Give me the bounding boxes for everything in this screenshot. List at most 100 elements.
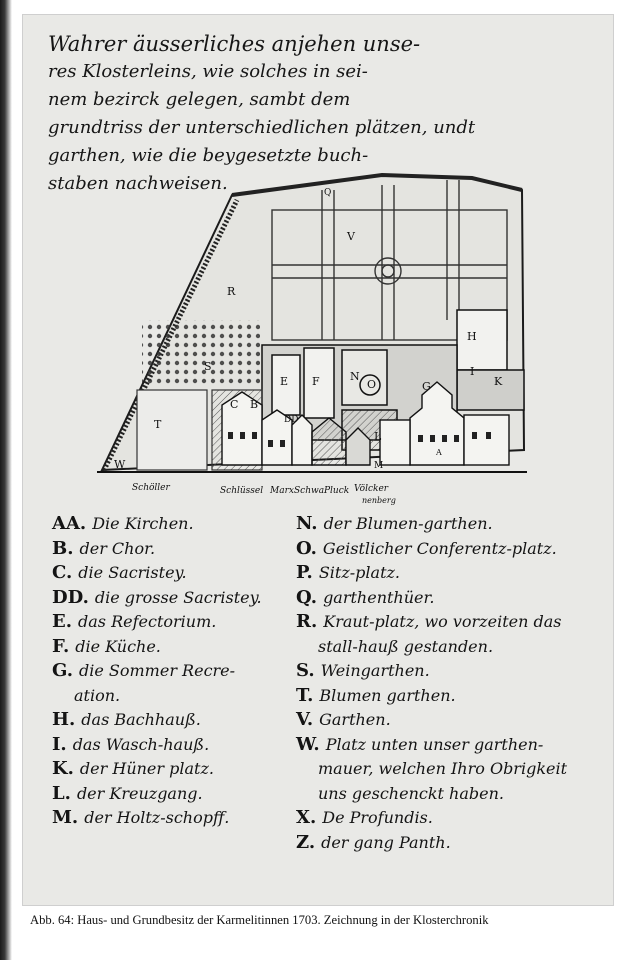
plan-letter-h: H	[467, 330, 477, 343]
legend-entry: I.das Wasch-hauß.	[52, 733, 292, 758]
legend-text: die Küche.	[75, 636, 161, 656]
legend-entry: T.Blumen garthen.	[296, 684, 596, 709]
plan-letter-b: B	[250, 398, 258, 411]
legend-text: der Holtz-schopff.	[84, 808, 230, 827]
legend-text: die grosse Sacristey.	[94, 587, 262, 607]
legend-entry: F.die Küche.	[52, 635, 292, 660]
legend-entry: R.Kraut-platz, wo vorzeiten das	[296, 610, 596, 635]
legend-key: H.	[52, 709, 76, 730]
legend-entry: K.der Hüner platz.	[52, 757, 292, 782]
legend-key: S.	[296, 660, 315, 681]
plan-letter-g: G	[422, 380, 431, 393]
neighbour-label: Völcker	[354, 484, 389, 494]
plan-letter-n: N	[350, 370, 360, 383]
legend-key: E.	[52, 611, 72, 632]
legend-key: X.	[296, 807, 317, 828]
legend-key: B.	[52, 537, 74, 559]
legend-key: L.	[52, 782, 71, 804]
gabled-houses	[379, 381, 510, 466]
legend-entry: P. Sitz-platz.	[296, 561, 596, 586]
legend-text: Die Kirchen.	[92, 514, 194, 533]
legend-entry: M. der Holtz-schopff.	[52, 806, 292, 831]
plan-letter-o: O	[367, 378, 376, 391]
legend-entry: Z.der gang Panth.	[296, 831, 596, 856]
legend-left-column: AA. Die Kirchen. B.der Chor. C. die Sacris…	[52, 512, 292, 831]
church-facade	[221, 391, 371, 466]
neighbour-label: Pluck	[323, 486, 349, 496]
legend-key: V.	[296, 709, 314, 730]
legend-key: M.	[52, 807, 79, 828]
legend-text: der Kreuzgang.	[76, 783, 203, 803]
heading-line: grundtriss der unterschiedlichen plätzen…	[48, 117, 476, 138]
legend-text: das Bachhauß.	[81, 710, 201, 729]
legend-text: Sitz-platz.	[318, 563, 401, 582]
neighbour-label: nenberg	[362, 496, 396, 505]
legend-text: Garthen.	[319, 710, 391, 729]
plan-letter-a: A	[435, 448, 442, 457]
legend-entry: S. Weingarthen.	[296, 659, 596, 684]
legend-text: der Chor.	[79, 538, 156, 558]
heading-line: garthen, wie die beygesetzte buch-	[48, 145, 369, 166]
legend-text: garthenthüer.	[323, 587, 435, 607]
legend-key: W.	[296, 733, 320, 755]
legend-entry: B.der Chor.	[52, 537, 292, 562]
legend-key: O.	[296, 537, 317, 559]
plan-letter-q: Q	[324, 188, 331, 198]
neighbour-label: Marx	[269, 486, 294, 496]
legend-entry: N. der Blumen-garthen.	[296, 512, 596, 537]
legend-entry: W.Platz unten unser garthen-	[296, 733, 596, 758]
legend-key: AA.	[52, 513, 87, 534]
legend-text: mauer, welchen Ihro Obrigkeit	[318, 759, 568, 778]
legend-entry-continued: ation.	[52, 684, 292, 709]
garden-v-paths	[271, 180, 508, 341]
legend-key: P.	[296, 562, 313, 583]
plan-letter-r: R	[227, 285, 236, 298]
neighbour-label: Schwa	[294, 486, 324, 496]
heading-line: Wahrer äusserliches anjehen unse-	[48, 32, 421, 56]
plan-letter-i: I	[470, 365, 474, 378]
legend-entry: X. De Profundis.	[296, 806, 596, 831]
legend-entry: L.der Kreuzgang.	[52, 782, 292, 807]
legend-key: C.	[52, 562, 73, 583]
legend-text: Platz unten unser garthen-	[325, 734, 544, 754]
legend-entry: DD.die grosse Sacristey.	[52, 586, 292, 611]
plan-letter-e: E	[280, 375, 288, 388]
legend-text: stall-hauß gestanden.	[318, 636, 494, 656]
legend-text: die Sommer Recre-	[79, 661, 236, 680]
plan-letter-m: M	[374, 461, 383, 471]
plan-letter-f: F	[312, 375, 320, 388]
legend-entry: H. das Bachhauß.	[52, 708, 292, 733]
legend-entry: E. das Refectorium.	[52, 610, 292, 635]
legend-entry-continued: mauer, welchen Ihro Obrigkeit	[296, 757, 596, 782]
legend-text: der gang Panth.	[321, 832, 451, 852]
vineyard-area	[142, 320, 260, 385]
legend-right-column: N.der Blumen-garthen. O.Geistlicher Conf…	[296, 512, 596, 855]
plan-letter-w: W	[114, 458, 126, 471]
plan-letter-dd: DD	[284, 415, 298, 425]
legend-text: die Sacristey.	[78, 563, 187, 582]
legend-key: DD.	[52, 586, 89, 608]
neighbour-label: Schlüssel	[220, 486, 263, 496]
legend-key: K.	[52, 758, 74, 779]
heading-line: res Klosterleins, wie solches in sei-	[48, 61, 368, 82]
manuscript-heading: Wahrer äusserliches anjehen unse- res Kl…	[48, 30, 548, 198]
legend-key: N.	[296, 513, 318, 534]
plan-letter-v: V	[346, 230, 356, 243]
plan-letter-t: T	[154, 418, 162, 431]
heading-line: staben nachweisen.	[48, 173, 228, 194]
legend-key: Q.	[296, 586, 318, 608]
legend-entry: Q.garthenthüer.	[296, 586, 596, 611]
plan-letter-k: K	[494, 375, 503, 388]
legend-entry-continued: stall-hauß gestanden.	[296, 635, 596, 660]
legend-key: R.	[296, 611, 318, 632]
legend-entry-continued: uns geschenckt haben.	[296, 782, 596, 807]
legend-text: Weingarthen.	[320, 661, 430, 680]
legend-text: der Blumen-garthen.	[323, 514, 493, 533]
legend-text: De Profundis.	[322, 808, 433, 827]
legend-key: T.	[296, 684, 314, 706]
book-gutter-shadow	[0, 0, 12, 960]
legend-key: G.	[52, 660, 73, 681]
legend-text: das Refectorium.	[78, 612, 217, 631]
plan-letter-l: L	[374, 430, 382, 443]
legend-key: Z.	[296, 831, 316, 853]
